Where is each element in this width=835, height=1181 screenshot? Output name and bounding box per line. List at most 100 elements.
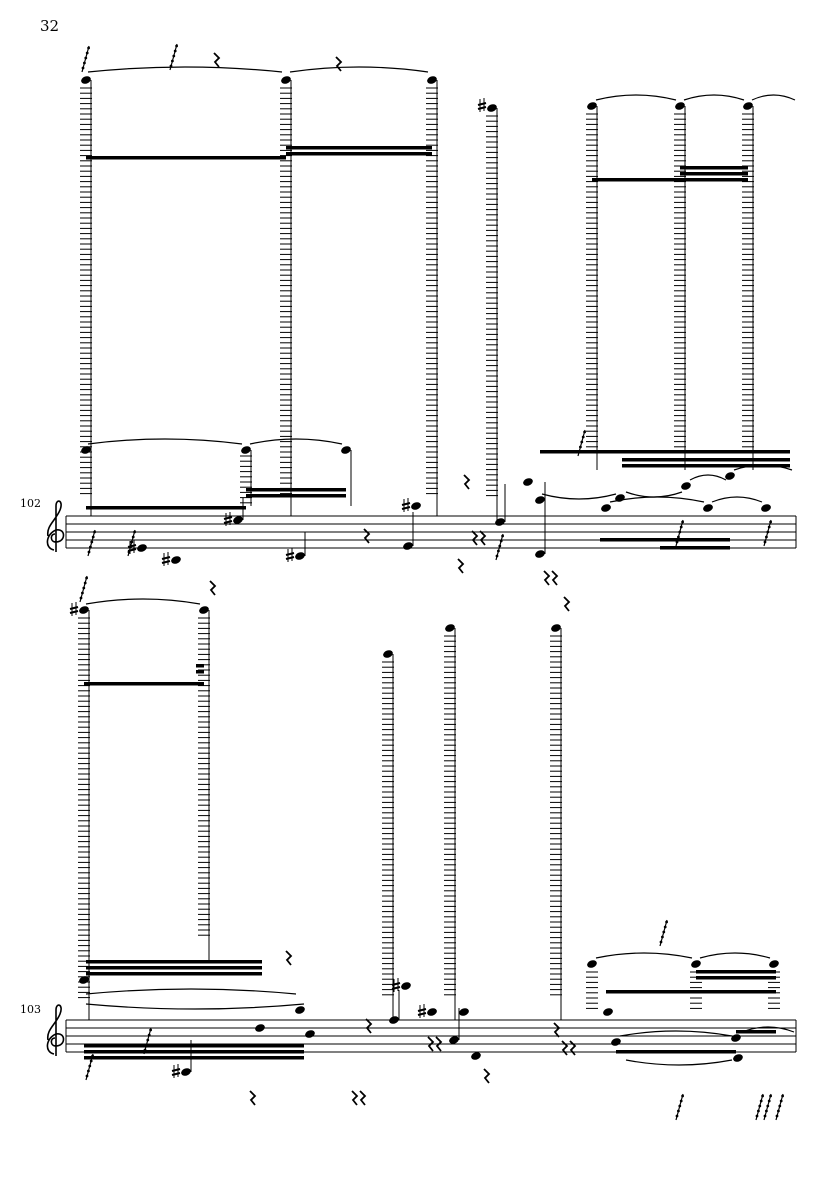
rest-102-a (363, 528, 371, 544)
beam-high2-3 (196, 670, 204, 674)
notehead-103-d (305, 1030, 315, 1038)
rest-64th-102-c (681, 520, 684, 524)
sharp-103-e (171, 1068, 181, 1072)
sharp-102-c (223, 516, 233, 520)
rest-64th-103-b (661, 935, 664, 939)
notehead-103-j (459, 1008, 469, 1016)
rest-64th-103-d (145, 1043, 148, 1047)
rest-103-e (249, 1090, 257, 1106)
measure-number-102: 102 (20, 497, 41, 510)
beam-103-e (84, 1050, 304, 1054)
beam-103-a (86, 960, 262, 964)
rest-103-h (553, 1022, 561, 1038)
sharp-high-1 (477, 106, 487, 110)
beam-high-4 (592, 178, 748, 182)
sharp-103-h (417, 1012, 427, 1016)
rest-64th-102-b (583, 430, 586, 434)
rest-64th-103-b (662, 930, 666, 934)
rest-64th-103-d (143, 1048, 147, 1052)
rest-64th-103-b (663, 925, 667, 929)
rest-64th-102-e (91, 535, 95, 539)
rest-64th-102-e (89, 545, 92, 549)
rest-64th-1 (84, 56, 88, 60)
tie-102-e (609, 496, 705, 503)
rest-64th-103-h (781, 1094, 784, 1098)
rest-64th-103-a (83, 581, 87, 585)
notehead-103-b (255, 1024, 265, 1032)
notehead-103-g (401, 982, 411, 990)
notehead-high2-3 (445, 624, 455, 632)
rest-64th-102-a (497, 549, 500, 553)
notehead-102-i (523, 478, 533, 486)
notehead-102-m (681, 482, 691, 490)
notehead-high2-0 (79, 606, 89, 614)
notehead-102-g (495, 518, 505, 526)
rest-64th-103-a (81, 591, 84, 595)
tie-102-a (541, 493, 617, 500)
sharp-103-g (391, 986, 401, 990)
notehead-high2-2 (383, 650, 393, 658)
beam-mid-3 (246, 494, 346, 498)
tie-103-b (85, 1003, 305, 1010)
beam-high2-2 (196, 664, 204, 668)
tie-103-e (619, 1030, 733, 1037)
notehead-high-2 (427, 76, 437, 84)
rest-102-c (457, 558, 465, 574)
rest-64th-103-c (87, 1069, 90, 1073)
tie-103-f (625, 1059, 733, 1066)
rest-64th-103-c (89, 1059, 93, 1063)
notehead-103-r (733, 1054, 743, 1062)
rest-64th-102-c (675, 540, 679, 544)
rest-64th-102-a (499, 539, 503, 543)
rest-64th-102-f (127, 550, 131, 554)
notehead-103-q (731, 1034, 741, 1042)
notehead-103-k (471, 1052, 481, 1060)
notehead-103-i (449, 1036, 459, 1044)
notehead-102-d (295, 552, 305, 560)
beam-102-e (660, 546, 730, 550)
notehead-mid-1 (81, 446, 91, 454)
rest-64th-103-a (85, 576, 88, 580)
rest-64th-102-f (129, 545, 132, 549)
tie-high2-1 (85, 598, 201, 605)
notehead-102-n (725, 472, 735, 480)
notehead-high-5 (675, 102, 685, 110)
sharp-102-c (223, 520, 233, 524)
notehead-103-n (769, 960, 779, 968)
rest-64th-102-f (133, 530, 137, 534)
rest-64th-102-d (766, 530, 770, 534)
rest-64th-103-a (79, 596, 83, 600)
rest-64th-103-d (146, 1038, 150, 1042)
sharp-102-b (161, 556, 171, 560)
rest-64th-103-g (766, 1104, 770, 1108)
notehead-102-h (535, 550, 545, 558)
rest-103-g (359, 1090, 367, 1106)
notehead-102-a (137, 544, 147, 552)
tie-mid-1 (87, 438, 243, 445)
sharp-103-e (171, 1072, 181, 1076)
rest-64th-103-g (765, 1109, 768, 1113)
sharp-102-b (161, 560, 171, 564)
sharp-high-1 (477, 102, 487, 106)
rest-high2-1 (209, 580, 217, 596)
tie-103-c (595, 952, 693, 959)
rest-64th-103-f (755, 1114, 759, 1118)
rest-high2-2 (563, 596, 571, 612)
rest-64th-102-f (130, 540, 134, 544)
rest-64th-1 (83, 61, 86, 65)
notehead-mid-2 (241, 446, 251, 454)
tie-102-c (689, 474, 727, 481)
beam-103-i (696, 976, 776, 980)
rest-64th-1 (81, 66, 85, 70)
rest-64th-103-b (659, 940, 663, 944)
notehead-102-k (601, 504, 611, 512)
sharp-102-f (401, 506, 411, 510)
notehead-103-o (603, 1008, 613, 1016)
tie-high-4 (683, 94, 745, 101)
notehead-103-h (427, 1008, 437, 1016)
notehead-high-3 (487, 104, 497, 112)
beam-mid-1 (86, 506, 246, 510)
tie-102-d (733, 464, 793, 471)
notehead-102-f (411, 502, 421, 510)
rest-102-b (463, 474, 471, 490)
